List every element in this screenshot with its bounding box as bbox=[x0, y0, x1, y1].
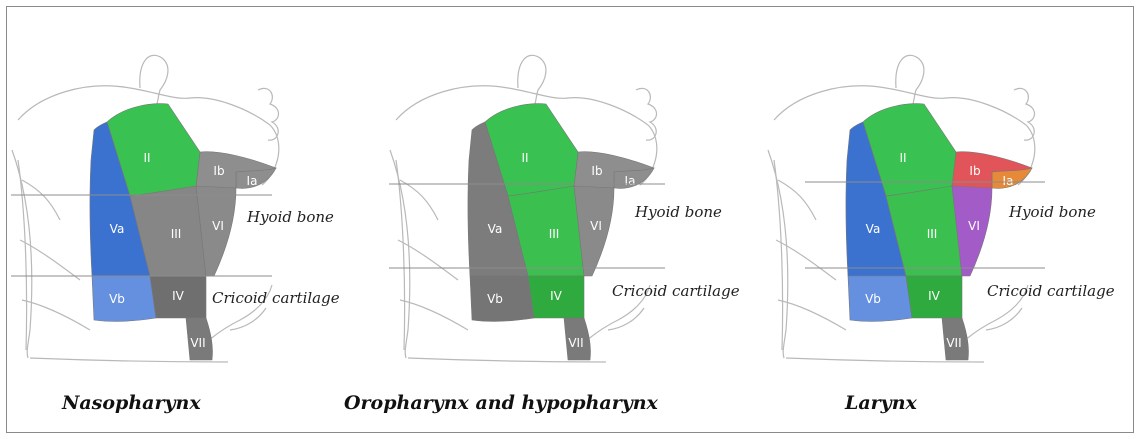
hyoid-bone-label: Hyoid bone bbox=[1008, 203, 1096, 221]
level-ib-label: Ib bbox=[213, 164, 224, 178]
level-iv-label: IV bbox=[172, 289, 185, 303]
level-ib-label: Ib bbox=[591, 164, 602, 178]
hyoid-bone-label: Hyoid bone bbox=[634, 203, 722, 221]
cricoid-cartilage-label: Cricoid cartilage bbox=[212, 289, 340, 307]
level-vi-label: VI bbox=[590, 219, 602, 233]
level-vii-label: VII bbox=[568, 336, 583, 350]
caption-larynx: Larynx bbox=[845, 392, 917, 414]
level-ia-label: Ia bbox=[1003, 174, 1014, 188]
level-ii-label: II bbox=[143, 151, 150, 165]
level-iv-label: IV bbox=[550, 289, 563, 303]
level-vii-label: VII bbox=[190, 336, 205, 350]
panel-larynx: II Ib Ia Va III VI Vb IV VII Hyoid bone … bbox=[756, 0, 1140, 439]
level-vi-label: VI bbox=[212, 219, 224, 233]
level-vi-label: VI bbox=[968, 219, 980, 233]
level-vb-label: Vb bbox=[865, 292, 881, 306]
caption-oropharynx-hypopharynx: Oropharynx and hypopharynx bbox=[344, 392, 658, 414]
level-va-label: Va bbox=[110, 222, 125, 236]
level-va-label: Va bbox=[488, 222, 503, 236]
level-vii-label: VII bbox=[946, 336, 961, 350]
level-iii-label: III bbox=[171, 227, 182, 241]
level-ia-label: Ia bbox=[625, 174, 636, 188]
cricoid-cartilage-label: Cricoid cartilage bbox=[987, 282, 1115, 300]
level-vb-label: Vb bbox=[487, 292, 503, 306]
level-iii-label: III bbox=[549, 227, 560, 241]
level-vb-label: Vb bbox=[109, 292, 125, 306]
panel-nasopharynx: II Ib Ia Va III VI Vb IV VII Hyoid bone … bbox=[0, 0, 380, 439]
panel-oropharynx: II Ib Ia Va III VI Vb IV VII Hyoid bone … bbox=[378, 0, 758, 439]
cricoid-cartilage-label: Cricoid cartilage bbox=[612, 282, 740, 300]
level-iii-label: III bbox=[927, 227, 938, 241]
caption-nasopharynx: Nasopharynx bbox=[62, 392, 201, 414]
level-iv-label: IV bbox=[928, 289, 941, 303]
level-ii-label: II bbox=[899, 151, 906, 165]
level-ib-label: Ib bbox=[969, 164, 980, 178]
hyoid-bone-label: Hyoid bone bbox=[246, 208, 334, 226]
level-va-label: Va bbox=[866, 222, 881, 236]
level-ia-label: Ia bbox=[247, 174, 258, 188]
level-ii-label: II bbox=[521, 151, 528, 165]
